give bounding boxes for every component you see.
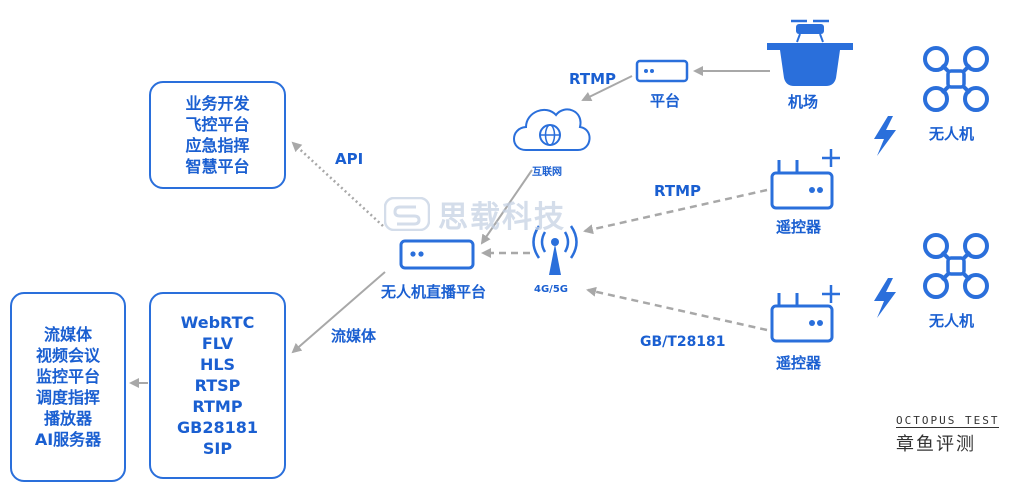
platform-small-label: 平台 [650,92,681,110]
api-label: API [335,150,364,168]
business-item: 飞控平台 [185,115,250,134]
arrow-platform-to-stream [291,271,386,354]
consumer-item: 监控平台 [35,367,100,386]
stream-label: 流媒体 [331,327,377,345]
consumers-box: 流媒体 视频会议 监控平台 调度指挥 播放器 AI服务器 [10,292,126,482]
server-icon-small [635,59,689,83]
gb-label: GB/T28181 [640,334,726,350]
rtmp-mid-label: RTMP [654,182,702,200]
watermark-text: 思载科技 [438,200,566,235]
arrow-cloud-to-platform [480,169,533,245]
arrow-remote-bottom-to-4g [586,286,768,332]
remote-top-label: 遥控器 [776,218,822,236]
remote-bottom-label: 遥控器 [776,354,822,372]
lightning-icon-top [874,116,896,156]
protocol-item: FLV [201,334,234,353]
protocol-item: RTSP [194,376,241,395]
rtmp-top-label: RTMP [569,70,617,88]
business-item: 智慧平台 [185,157,250,176]
watermark-logo-icon [384,197,430,231]
platform-main-label: 无人机直播平台 [381,283,487,301]
business-box: 业务开发 飞控平台 应急指挥 智慧平台 [149,81,286,189]
network-label: 4G/5G [534,284,568,295]
brand-cn: 章鱼评测 [896,434,976,455]
cloud-icon [513,108,591,151]
consumer-item: 视频会议 [35,346,100,365]
protocol-item: RTMP [192,397,243,416]
internet-label: 互联网 [532,167,562,178]
lightning-icon-bottom [874,278,896,318]
antenna-icon [532,225,578,275]
watermark: 思载科技 [384,192,566,236]
drone-icon-bottom [923,233,989,299]
business-item: 业务开发 [185,94,250,113]
consumer-item: 流媒体 [43,325,92,344]
consumer-item: 播放器 [43,409,92,428]
consumer-item: AI服务器 [34,430,102,449]
airport-icon [767,19,853,86]
drone-top-label: 无人机 [929,125,975,143]
protocol-item: SIP [202,439,233,458]
airport-label: 机场 [788,93,819,111]
protocol-item: WebRTC [180,313,255,332]
business-item: 应急指挥 [185,136,250,155]
protocol-item: HLS [199,355,236,374]
remote-icon-bottom [770,285,840,343]
consumer-item: 调度指挥 [35,388,100,407]
drone-icon-top [923,46,989,112]
protocol-item: GB28181 [177,418,258,437]
drone-bottom-label: 无人机 [929,312,975,330]
arrow-small-platform-to-cloud [581,75,633,101]
brand-en: OCTOPUS TEST [896,414,1000,428]
arrow-platform-to-api [291,141,384,227]
server-icon-main [399,239,475,270]
remote-icon-top [770,149,840,210]
brand-mark: OCTOPUS TEST 章鱼评测 [896,414,1000,456]
protocols-box: WebRTC FLV HLS RTSP RTMP GB28181 SIP [149,292,286,479]
